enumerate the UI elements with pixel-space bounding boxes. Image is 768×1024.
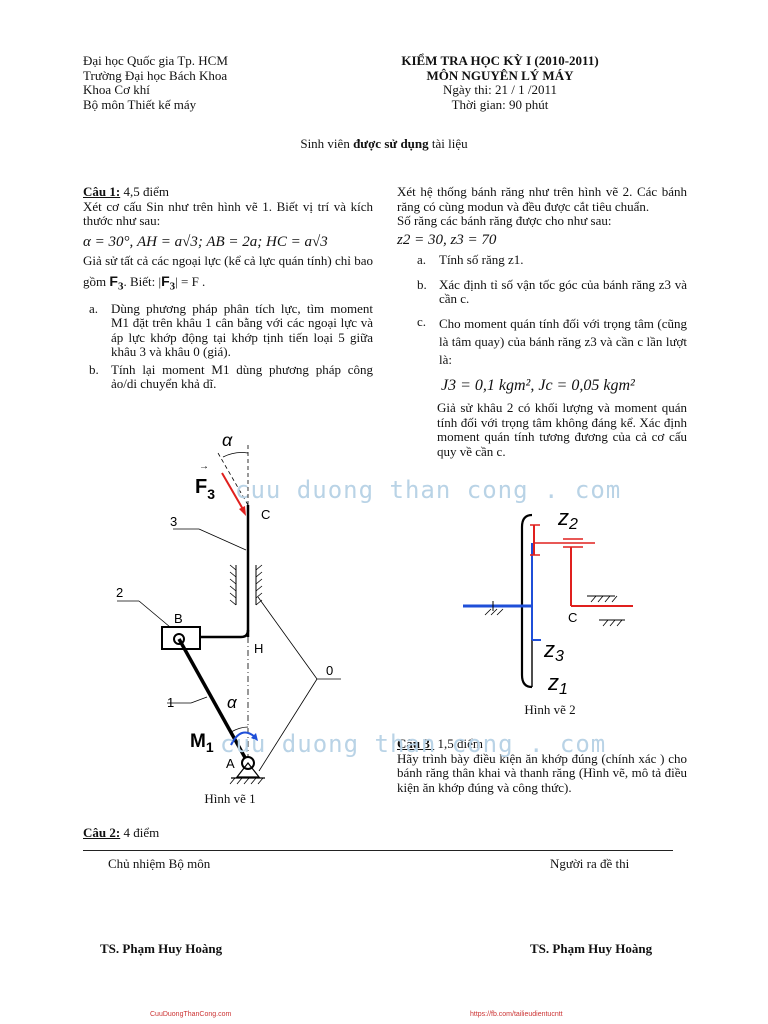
label-alpha-top: α — [222, 430, 233, 450]
force-f3-arrowhead — [239, 506, 246, 516]
link-3-arm — [201, 629, 250, 639]
question-1-formula: α = 30°, AH = a√3; AB = 2a; HC = a√3 — [83, 233, 328, 250]
question-1-items: a.Dùng phương pháp phân tích lực, tìm mo… — [89, 300, 373, 392]
label-c: C — [568, 610, 577, 625]
question-2-teeth: Số răng các bánh răng được cho như sau: — [397, 213, 612, 228]
question-1-heading: Câu 1: 4,5 điểm — [83, 184, 169, 199]
figure-2-caption: Hình vẽ 2 — [524, 702, 576, 717]
question-2-intro: Xét hệ thống bánh răng như trên hình vẽ … — [397, 184, 687, 214]
ground-hatching-right — [590, 595, 618, 603]
label-a: A — [226, 756, 235, 771]
school-name: Trường Đại học Bách Khoa — [83, 67, 228, 83]
exam-title: KIỂM TRA HỌC KỲ I (2010-2011) — [401, 53, 599, 68]
label-force: F3 — [195, 476, 215, 502]
question-3: Câu 3: 1,5 điểm Hãy trình bày điều kiện … — [397, 736, 687, 795]
signature-right-name: TS. Phạm Huy Hoàng — [530, 941, 653, 956]
figure-2: z2 C z3 z1 — [463, 505, 633, 698]
faculty-name: Khoa Cơ khí — [83, 82, 150, 97]
leader-0-guide — [257, 596, 318, 680]
force-f3-arrow — [221, 472, 245, 512]
moment-m1-arrowhead — [251, 733, 258, 741]
leader-0-pivot — [258, 678, 318, 772]
label-3: 3 — [170, 514, 177, 529]
pivot-support — [235, 762, 261, 778]
question-2-heading: Câu 2: 4 điểm — [83, 825, 160, 840]
list-item: b.Xác định tỉ số vận tốc góc của bánh ră… — [417, 276, 687, 306]
question-1-intro: Xét cơ cấu Sin như trên hình vẽ 1. Biết … — [83, 198, 373, 228]
label-z3: z3 — [543, 637, 564, 665]
watermark: cuu duong than cong . com — [220, 730, 607, 758]
signature-left-title: Chủ nhiệm Bộ môn — [108, 856, 211, 871]
moment-m1-arrow — [230, 731, 256, 746]
alpha-bottom-arc — [230, 726, 249, 733]
label-c: C — [261, 507, 270, 522]
footer-fb-link[interactable]: https://fb.com/tailieudientucntt — [470, 1011, 563, 1018]
leader-3b — [198, 528, 247, 551]
exam-subject: MÔN NGUYÊN LÝ MÁY — [426, 67, 574, 83]
header-right: KIỂM TRA HỌC KỲ I (2010-2011) MÔN NGUYÊN… — [380, 53, 620, 112]
figure-1: α F3 → C 3 2 B H 0 1 α M1 A — [116, 430, 341, 785]
footer-site-link[interactable]: CuuDuongThanCong.com — [150, 1011, 232, 1018]
list-item: a.Tính số răng z1. — [417, 252, 524, 267]
gear-z1-frame — [520, 513, 533, 689]
exam-duration: Thời gian: 90 phút — [451, 96, 549, 112]
label-moment: M1 — [190, 731, 214, 755]
question-2-inertia: J3 = 0,1 kgm², Jc = 0,05 kgm² — [441, 376, 635, 394]
leader-2b — [138, 600, 171, 628]
question-2-final: Giả sử khâu 2 có khối lượng và moment qu… — [437, 400, 687, 459]
label-z1: z1 — [547, 670, 568, 698]
exam-date: Ngày thi: 21 / 1 /2011 — [443, 82, 557, 97]
ground-hatching-left — [484, 608, 504, 616]
label-0: 0 — [326, 663, 333, 678]
list-item: b.Tính lại moment M1 dùng phương pháp cô… — [89, 361, 373, 392]
label-1: 1 — [167, 695, 174, 710]
label-alpha-bottom: α — [227, 693, 238, 712]
guide-hatching — [229, 564, 263, 606]
leader-1b — [190, 696, 208, 704]
link-1 — [177, 638, 250, 764]
university-name: Đại học Quốc gia Tp. HCM — [83, 53, 228, 68]
pivot-hatching — [229, 777, 264, 785]
question-3-heading: Câu 3: 1,5 điểm — [397, 736, 483, 751]
label-h: H — [254, 641, 263, 656]
question-3-text: Hãy trình bày điều kiện ăn khớp đúng (ch… — [397, 750, 687, 795]
figure-1-caption: Hình vẽ 1 — [204, 791, 256, 806]
signature-left-name: TS. Phạm Huy Hoàng — [100, 941, 223, 956]
question-1-assumption: Giả sử tất cả các ngoại lực (kể cả lực q… — [83, 253, 373, 293]
list-item: a.Dùng phương pháp phân tích lực, tìm mo… — [89, 300, 373, 360]
notice: Sinh viên được sử dụng tài liệu — [300, 136, 468, 151]
question-2: Xét hệ thống bánh răng như trên hình vẽ … — [397, 184, 687, 459]
ground-hatching-right-2 — [602, 619, 623, 627]
question-2-items: a.Tính số răng z1. b.Xác định tỉ số vận … — [417, 252, 687, 369]
label-2: 2 — [116, 585, 123, 600]
label-z2: z2 — [557, 505, 578, 533]
header-left: Đại học Quốc gia Tp. HCM Trường Đại học … — [83, 53, 313, 112]
alpha-top-arc — [222, 452, 249, 458]
signature-right-title: Người ra đề thi — [550, 856, 630, 871]
question-2-formula: z2 = 30, z3 = 70 — [397, 231, 497, 248]
alpha-force-line — [217, 452, 249, 506]
vector-overbar: → — [199, 461, 209, 472]
label-b: B — [174, 611, 183, 626]
question-1: Câu 1: 4,5 điểm Xét cơ cấu Sin như trên … — [83, 184, 373, 395]
watermark: cuu duong than cong . com — [235, 476, 622, 504]
department-name: Bộ môn Thiết kế máy — [83, 96, 197, 112]
list-item: c.Cho moment quán tính đối với trọng tâm… — [417, 313, 687, 367]
signature-divider — [83, 850, 673, 851]
